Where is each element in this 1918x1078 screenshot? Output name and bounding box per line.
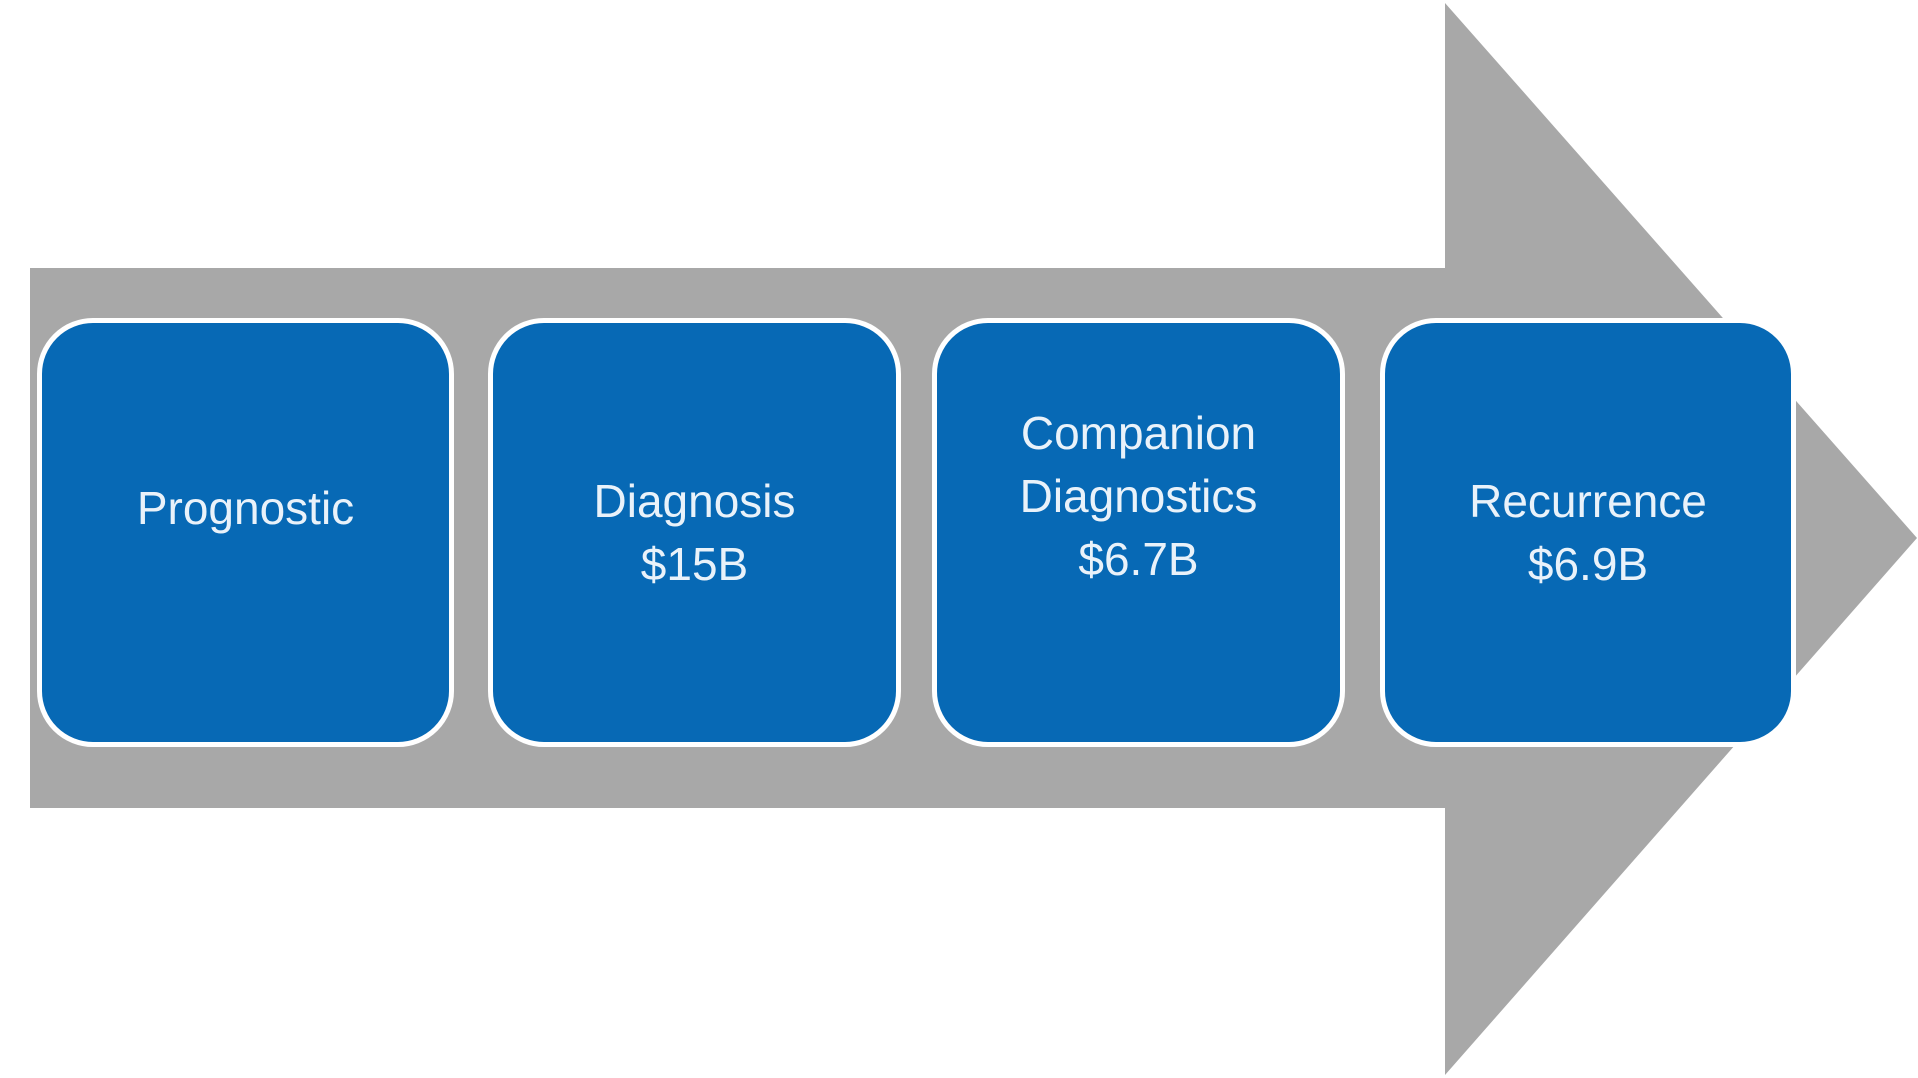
step-text-block: Recurrence $6.9B <box>1469 470 1707 596</box>
step-value: $15B <box>640 537 749 590</box>
step-label: Diagnostics <box>1019 470 1258 522</box>
step-text-block: Companion Diagnostics $6.7B <box>1020 402 1258 591</box>
step-label: Recurrence <box>1469 474 1707 527</box>
step-value: $6.7B <box>1078 533 1199 585</box>
process-step-recurrence: Recurrence $6.9B <box>1380 318 1796 747</box>
process-step-diagnosis: Diagnosis $15B <box>488 318 901 747</box>
step-value: $6.9B <box>1527 537 1649 590</box>
step-label: Prognostic <box>136 482 355 534</box>
process-step-companion-diagnostics: Companion Diagnostics $6.7B <box>932 318 1345 747</box>
process-step-prognostic: Prognostic <box>37 318 454 747</box>
step-label: Diagnosis <box>593 474 796 527</box>
step-text-block: Prognostic <box>137 477 354 540</box>
step-label: Companion <box>1020 407 1257 459</box>
step-text-block: Diagnosis $15B <box>594 470 796 596</box>
